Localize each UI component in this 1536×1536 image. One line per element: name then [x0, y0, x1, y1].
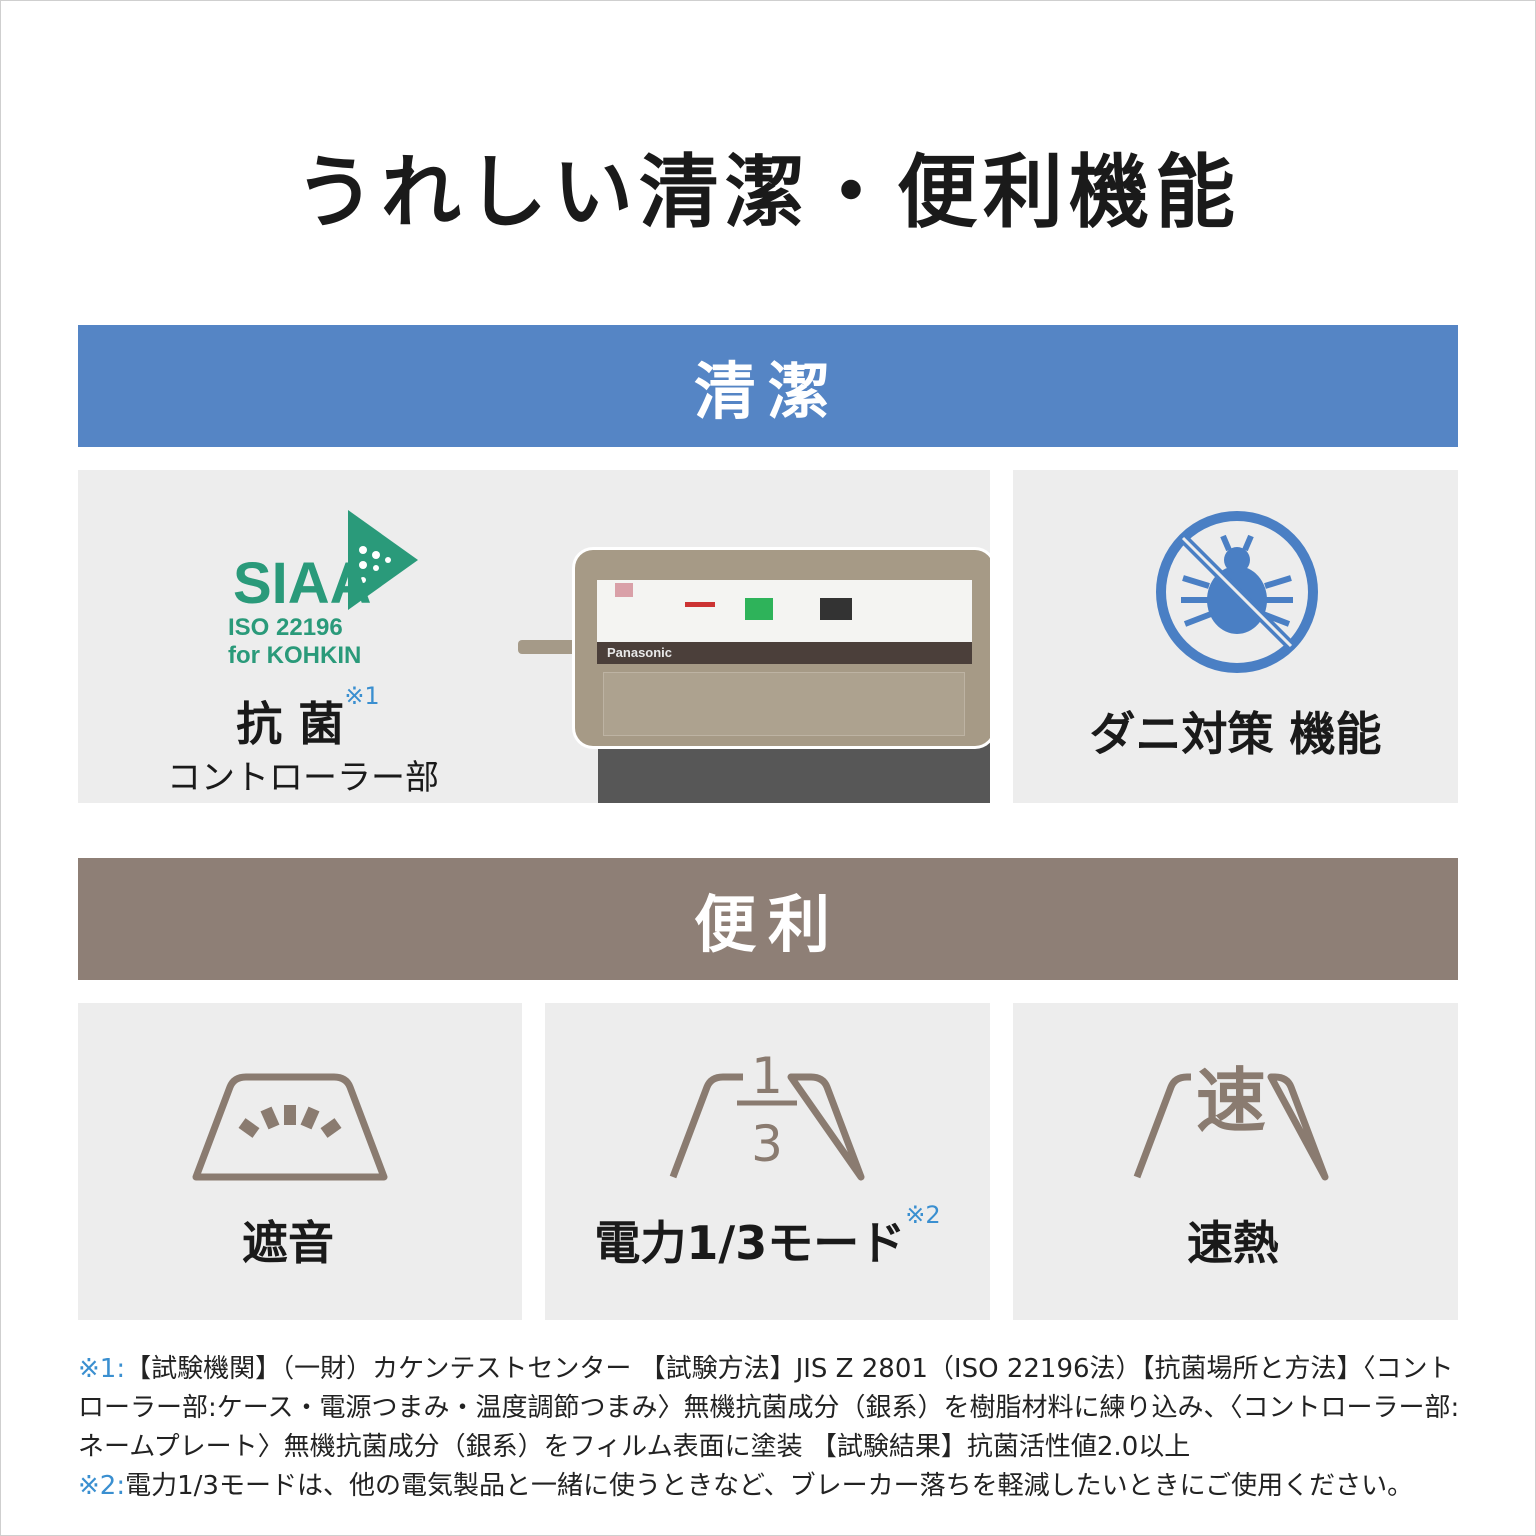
- note-mark: ※2: [905, 1201, 941, 1229]
- footnote-mark: ※2:: [78, 1471, 126, 1501]
- icon-numerator: 1: [751, 1047, 783, 1105]
- quick-heat-icon: 速: [1133, 1060, 1329, 1181]
- antibacterial-label: 抗 菌※1: [198, 682, 418, 754]
- icon-denominator: 3: [751, 1115, 783, 1173]
- controller-image: [518, 640, 578, 654]
- quick-heat-card: 速 速熱: [1013, 1003, 1458, 1320]
- footnote-1: ※1:【試験機関】（一財）カケンテストセンター 【試験方法】JIS Z 2801…: [78, 1350, 1478, 1467]
- page-title: うれしい清潔・便利機能: [295, 146, 1241, 239]
- svg-text:SIAA: SIAA: [233, 551, 372, 610]
- label-text: 電力1/3モード: [594, 1216, 906, 1270]
- footnotes: ※1:【試験機関】（一財）カケンテストセンター 【試験方法】JIS Z 2801…: [78, 1350, 1478, 1506]
- sound-insulation-icon: [192, 1073, 388, 1181]
- siaa-kohkin-text: for KOHKIN: [228, 642, 362, 669]
- no-mite-icon: [1156, 511, 1318, 673]
- antibacterial-card: SIAA ISO 22196 for KOHKIN 抗 菌※1 コントローラー部…: [78, 470, 990, 803]
- footnote-text: 電力1/3モードは、他の電気製品と一緒に使うときなど、ブレーカー落ちを軽減したい…: [125, 1471, 1414, 1501]
- siaa-mark-icon: SIAA: [233, 510, 418, 616]
- one-third-power-label: 電力1/3モード※2: [545, 1201, 990, 1273]
- section-header-convenient: 便利: [78, 858, 1458, 980]
- antibacterial-sub: コントローラー部: [167, 758, 439, 798]
- footnote-mark: ※1:: [78, 1354, 126, 1384]
- section-header-clean: 清潔: [78, 325, 1458, 447]
- mite-label: ダニ対策 機能: [1089, 707, 1382, 761]
- one-third-power-card: 1 3 電力1/3モード※2: [545, 1003, 990, 1320]
- siaa-logo: SIAA ISO 22196 for KOHKIN: [228, 510, 428, 669]
- product-brand: Panasonic: [597, 642, 972, 664]
- sound-insulation-label: 遮音: [242, 1216, 334, 1270]
- quick-heat-label: 速熱: [1187, 1216, 1279, 1270]
- label-text: 抗 菌: [236, 697, 345, 751]
- sound-insulation-card: 遮音: [78, 1003, 522, 1320]
- footnote-2: ※2:電力1/3モードは、他の電気製品と一緒に使うときなど、ブレーカー落ちを軽減…: [78, 1467, 1478, 1506]
- icon-kanji: 速: [1196, 1060, 1266, 1142]
- mite-card: ダニ対策 機能: [1013, 470, 1458, 803]
- footnote-text: 【試験機関】（一財）カケンテストセンター 【試験方法】JIS Z 2801（IS…: [78, 1354, 1460, 1462]
- controller-image: Panasonic: [575, 550, 990, 746]
- one-third-power-icon: 1 3: [669, 1047, 865, 1181]
- note-mark: ※1: [344, 682, 380, 710]
- siaa-iso-text: ISO 22196: [228, 614, 343, 641]
